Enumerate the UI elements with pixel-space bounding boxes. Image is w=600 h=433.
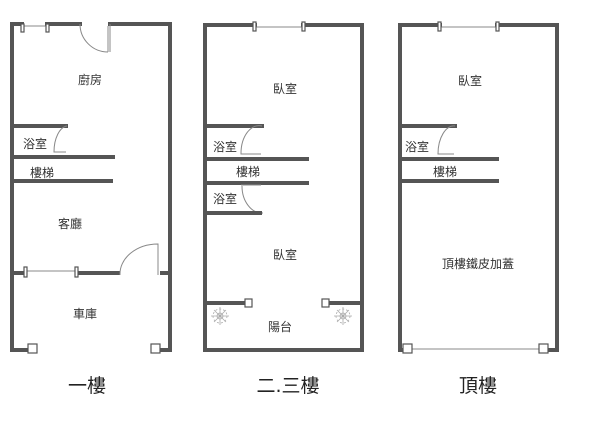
room-label: 浴室 <box>213 191 237 206</box>
outer-walls <box>10 22 172 352</box>
door-swing <box>79 23 111 53</box>
room-label: 浴室 <box>23 136 47 151</box>
room-label: 車庫 <box>73 307 97 321</box>
floor-plan-2-3: 臥室 浴室 樓梯 浴室 臥室 陽台 二.三樓 <box>203 21 364 397</box>
room-label: 浴室 <box>213 139 237 154</box>
door-swing <box>437 125 456 155</box>
room-label: 陽台 <box>268 319 292 334</box>
room-label: 廚房 <box>78 72 102 87</box>
room-label: 樓梯 <box>433 164 457 179</box>
floor-caption: 二.三樓 <box>256 375 319 397</box>
room-label: 客廳 <box>58 216 82 231</box>
floor-plan-1: 廚房 浴室 樓梯 客廳 車庫 一樓 <box>10 22 172 397</box>
floor-plan-top: 臥室 浴室 樓梯 頂樓鐵皮加蓋 頂樓 <box>398 21 559 397</box>
door-swing <box>240 125 263 155</box>
door-swing <box>119 243 159 276</box>
outer-walls <box>398 23 559 352</box>
pillar <box>244 298 253 308</box>
floor-caption: 頂樓 <box>459 375 497 397</box>
outer-walls <box>203 23 364 352</box>
pillar <box>538 343 549 354</box>
door-swing <box>241 184 264 214</box>
room-label: 臥室 <box>273 81 297 96</box>
floor-caption: 一樓 <box>68 375 106 397</box>
room-label: 樓梯 <box>236 164 260 179</box>
door-swing <box>53 125 68 153</box>
room-label: 臥室 <box>273 247 297 262</box>
plant-icon <box>334 307 352 325</box>
room-label: 頂樓鐵皮加蓋 <box>442 256 514 271</box>
pillar <box>402 343 413 354</box>
pillar <box>27 343 38 354</box>
room-label: 浴室 <box>405 139 429 154</box>
room-label: 樓梯 <box>30 165 54 180</box>
pillar <box>150 343 161 354</box>
pillar <box>321 298 330 308</box>
plant-icon <box>211 307 229 325</box>
room-label: 臥室 <box>458 73 482 88</box>
